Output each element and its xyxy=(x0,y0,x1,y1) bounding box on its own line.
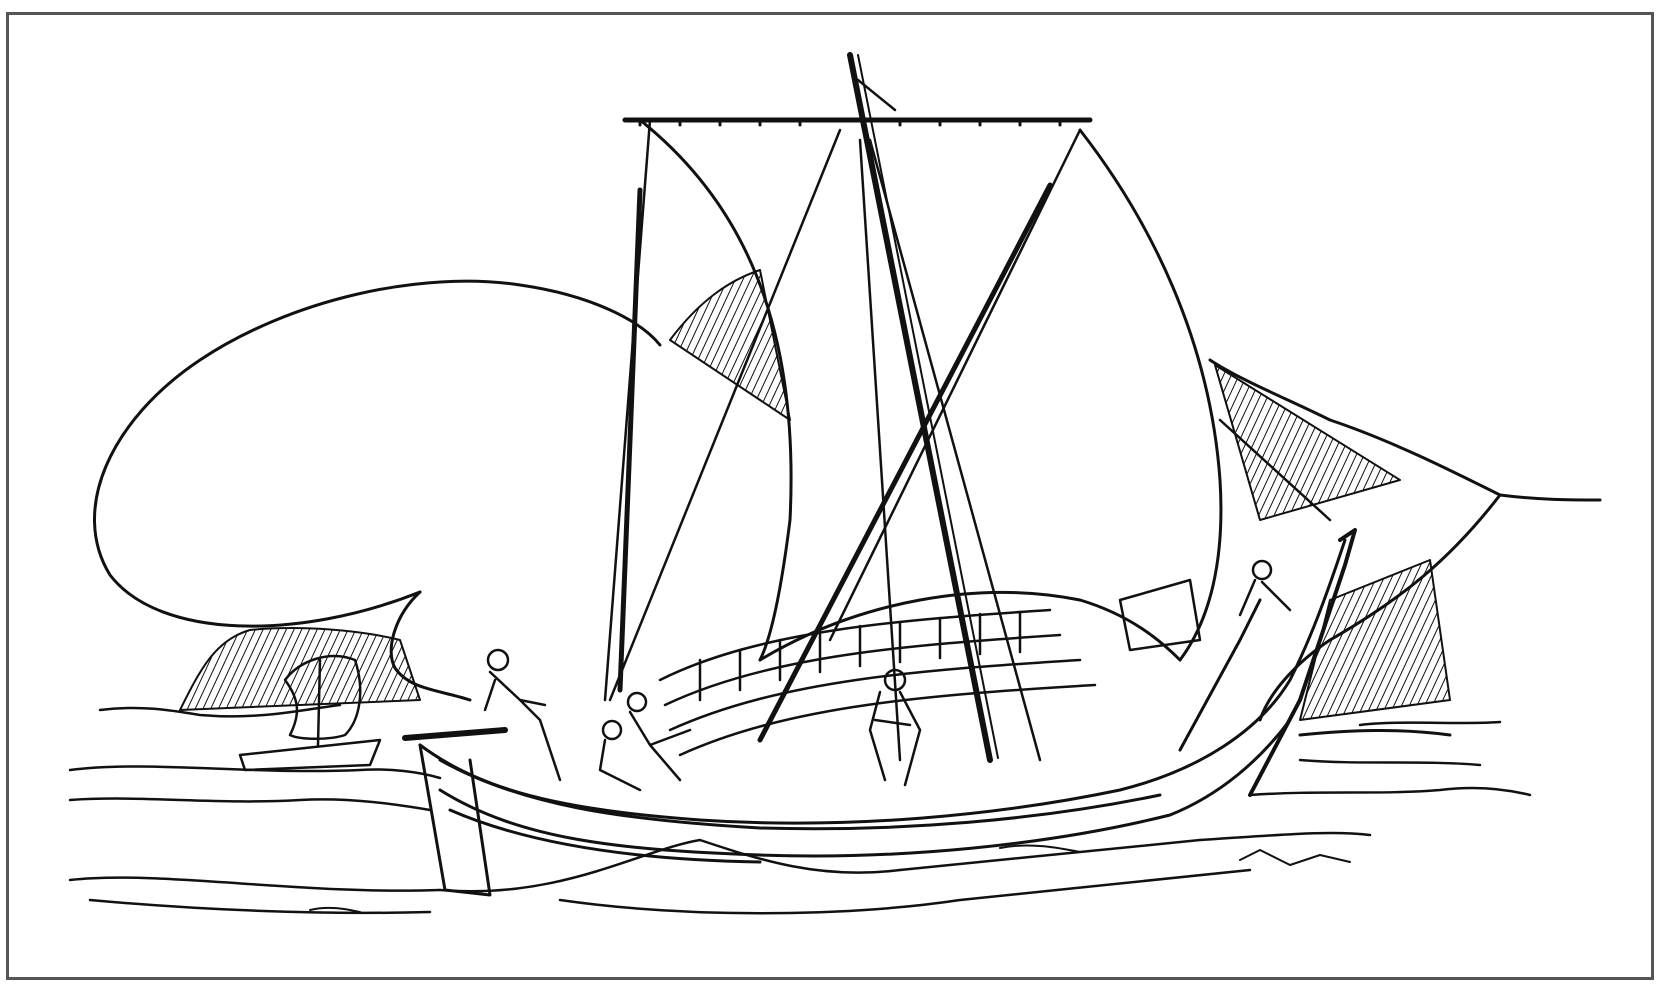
cargo-rails xyxy=(658,578,1202,757)
right-wave xyxy=(1208,358,1602,737)
sea-waves xyxy=(68,703,1532,915)
mid-wave-shade xyxy=(669,269,791,421)
mast xyxy=(847,52,999,763)
sailor-figures xyxy=(483,559,1292,792)
yard-spar xyxy=(622,117,1093,127)
distant-boat xyxy=(238,654,382,772)
rigging xyxy=(603,78,1332,762)
main-sail xyxy=(638,118,1223,662)
left-wave xyxy=(93,279,662,711)
illustration-frame xyxy=(6,12,1654,980)
